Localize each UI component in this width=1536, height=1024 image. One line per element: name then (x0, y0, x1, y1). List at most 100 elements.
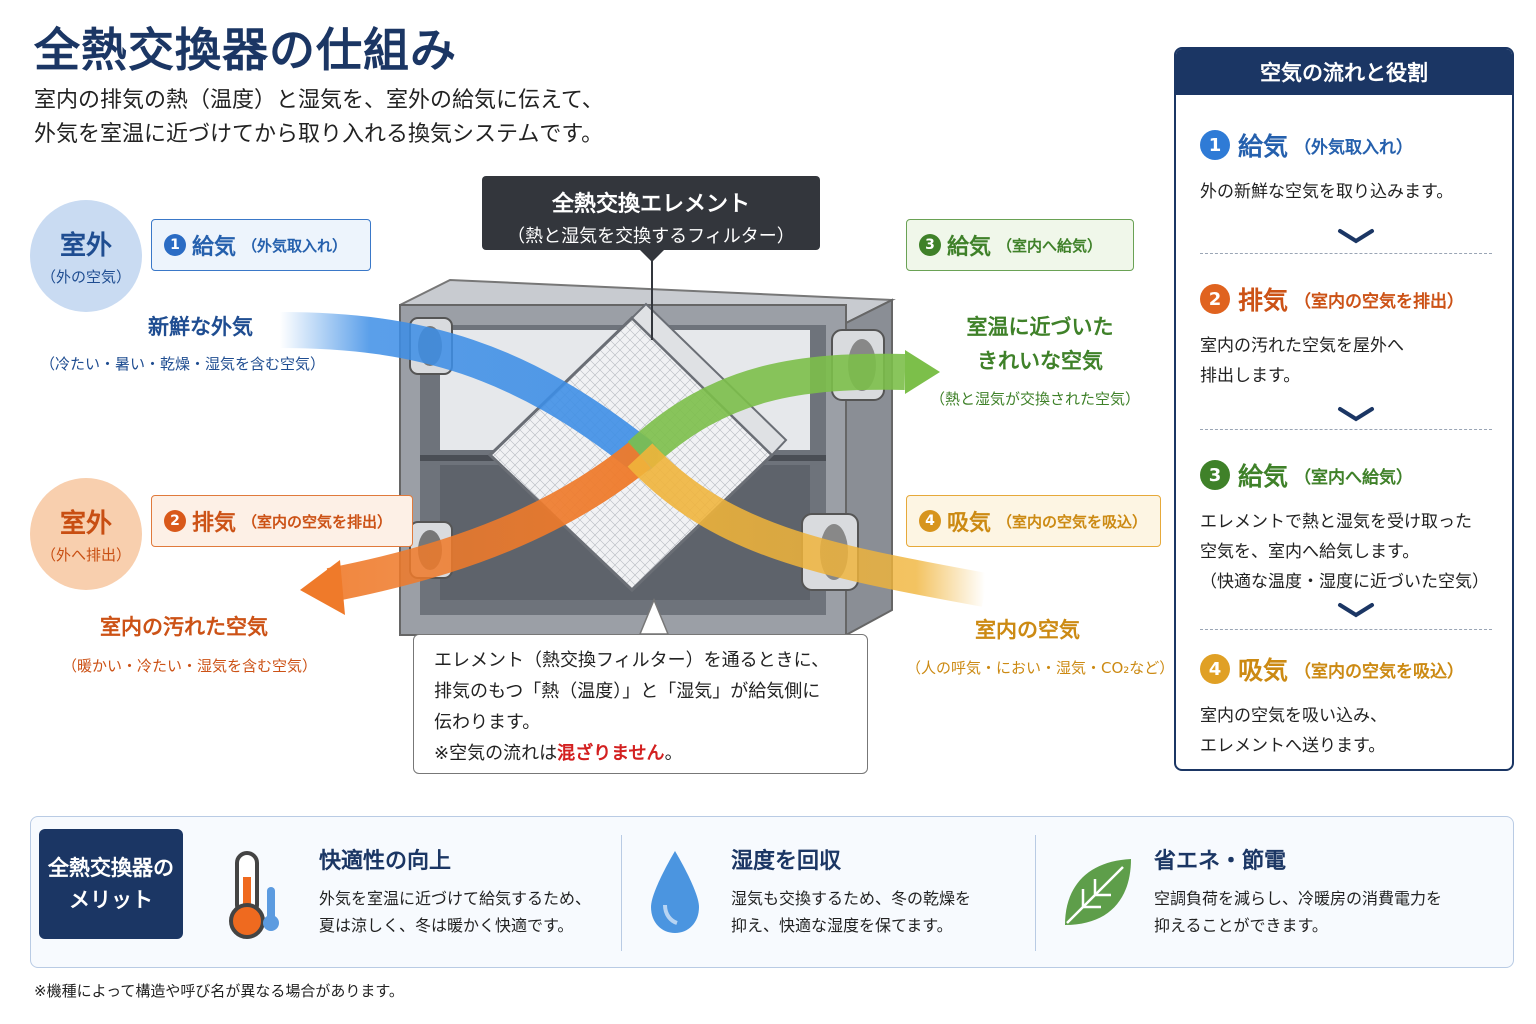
merit-desc-2: 夏は涼しく、冬は暖かく快適です。 (319, 916, 574, 935)
tag-exhaust: 2 排気 （室内の空気を排出） (151, 495, 413, 547)
outdoor-supply-circle: 室外 （外の空気） (30, 200, 142, 312)
room-air-sub: （人の呼気・におい・湿気・CO₂など） (906, 659, 1175, 677)
merit-title: 快適性の向上 (319, 849, 452, 874)
panel-item-desc: 室内の汚れた空気を屋外へ排出します。 (1200, 331, 1500, 391)
flow-supply-indoor (627, 353, 906, 469)
panel-item-2: 2 排気（室内の空気を排出） 室内の汚れた空気を屋外へ排出します。 (1200, 281, 1500, 391)
panel-title: 空気の流れと役割 (1176, 49, 1512, 95)
note-line-4: ※空気の流れは混ざりません。 (434, 738, 847, 769)
merit-title: 省エネ・節電 (1154, 849, 1287, 874)
note-line-3: 伝わります。 (434, 712, 541, 733)
panel-item-number: 3 (1200, 460, 1230, 490)
tag-main: 排気 (192, 511, 237, 536)
panel-item-4: 4 吸気（室内の空気を吸込） 室内の空気を吸い込み、エレメントへ送ります。 (1200, 651, 1500, 761)
tag-sub: （室内の空気を排出） (242, 512, 393, 531)
panel-item-desc-line: （快適な温度・湿度に近づいた空気） (1200, 572, 1489, 592)
panel-item-title: 排気 (1238, 286, 1289, 315)
panel-item-title: 給気 (1238, 132, 1289, 161)
tag-main: 吸気 (947, 511, 992, 536)
outdoor-exhaust-label: 室外 (59, 509, 112, 539)
note-post: 。 (664, 743, 683, 764)
panel-divider (1200, 629, 1492, 630)
panel-item-desc-line: エレメントで熱と湿気を受け取った (1200, 512, 1472, 532)
panel-item-number: 1 (1200, 130, 1230, 160)
outdoor-supply-sub: （外の空気） (40, 268, 131, 286)
clean-air-sub: （熱と湿気が交換された空気） (930, 390, 1141, 408)
tag-main: 給気 (192, 235, 237, 260)
element-sub: （熱と湿気を交換するフィルター） (507, 226, 795, 247)
merit-desc: 外気を室温に近づけて給気するため、夏は涼しく、冬は暖かく快適です。 (319, 885, 591, 939)
panel-item-desc-line: 室内の汚れた空気を屋外へ (1200, 336, 1404, 356)
note-pre: ※空気の流れは (434, 743, 558, 764)
panel-item-desc-line: 外の新鮮な空気を取り込みます。 (1200, 182, 1454, 202)
panel-item-desc: エレメントで熱と湿気を受け取った空気を、室内へ給気します。 （快適な温度・湿度に近… (1200, 507, 1500, 597)
panel-item-desc: 外の新鮮な空気を取り込みます。 (1200, 177, 1500, 207)
dirty-air-label: 室内の汚れた空気 (100, 615, 268, 639)
panel-item-desc-line: 排出します。 (1200, 366, 1301, 386)
tag-sub: （外気取入れ） (242, 236, 348, 255)
flow-fresh-outdoor (262, 312, 658, 473)
subtitle-line-1: 室内の排気の熱（温度）と湿気を、室外の給気に伝えて、 (34, 88, 604, 113)
subtitle-line-2: 外気を室温に近づけてから取り入れる換気システムです。 (34, 122, 604, 147)
fresh-air-sub: （冷たい・暑い・乾燥・湿気を含む空気） (40, 355, 326, 373)
merit-desc-1: 空調負荷を減らし、冷暖房の消費電力を (1154, 889, 1443, 908)
merit-desc: 空調負荷を減らし、冷暖房の消費電力を抑えることができます。 (1154, 885, 1442, 939)
merits-title: 全熱交換器のメリット (39, 829, 183, 939)
clean-air-line-1: 室温に近づいた (966, 315, 1114, 339)
merit-desc-2: 抑えることができます。 (1154, 916, 1328, 935)
chevron-down-icon (1338, 603, 1374, 618)
tag-number: 4 (919, 510, 941, 532)
panel-item-header: 4 吸気（室内の空気を吸込） (1200, 651, 1500, 687)
footnote: ※機種によって構造や呼び名が異なる場合があります。 (34, 982, 404, 1000)
panel-item-sub: （室内の空気を吸込） (1294, 661, 1465, 682)
note-emphasis: 混ざりません (557, 743, 665, 764)
page-title: 全熱交換器の仕組み (34, 23, 457, 77)
tag-sub: （室内へ給気） (997, 236, 1103, 255)
panel-item-1: 1 給気（外気取入れ） 外の新鮮な空気を取り込みます。 (1200, 127, 1500, 207)
merit-energy: 省エネ・節電 空調負荷を減らし、冷暖房の消費電力を抑えることができます。 (1154, 843, 1442, 939)
merits-title-line-1: 全熱交換器の (48, 856, 174, 880)
tag-supply-intake: 1 給気 （外気取入れ） (151, 219, 371, 271)
panel-item-desc-line: エレメントへ送ります。 (1200, 736, 1386, 756)
panel-item-number: 4 (1200, 654, 1230, 684)
panel-item-header: 3 給気（室内へ給気） (1200, 457, 1500, 493)
panel-item-sub: （室内へ給気） (1294, 467, 1414, 488)
panel-item-title: 給気 (1238, 462, 1289, 491)
panel-item-desc: 室内の空気を吸い込み、エレメントへ送ります。 (1200, 701, 1500, 761)
tag-sub: （室内の空気を吸込） (997, 512, 1148, 531)
flow-exhaust (326, 441, 651, 602)
element-callout: 全熱交換エレメント （熱と湿気を交換するフィルター） (482, 176, 820, 250)
panel-divider (1200, 429, 1492, 430)
panel-item-header: 1 給気（外気取入れ） (1200, 127, 1500, 163)
merit-humidity: 湿度を回収 湿気も交換するため、冬の乾燥を抑え、快適な湿度を保てます。 (731, 843, 971, 939)
flow-exhaust-arrowhead (300, 560, 345, 615)
merits-bar: 全熱交換器のメリット 快適性の向上 外気を室温に近づけて給気するため、夏は涼しく… (30, 816, 1514, 968)
panel-item-title: 吸気 (1238, 656, 1289, 685)
element-title: 全熱交換エレメント (551, 192, 750, 217)
chevron-down-icon (1338, 229, 1374, 244)
flow-supply-arrowhead (905, 350, 940, 394)
water-drop-icon (651, 851, 699, 933)
panel-item-sub: （外気取入れ） (1294, 137, 1414, 158)
panel-item-sub: （室内の空気を排出） (1294, 291, 1465, 312)
panel-divider (1200, 253, 1492, 254)
merit-title: 湿度を回収 (731, 849, 842, 874)
merits-title-line-2: メリット (69, 888, 153, 912)
outdoor-exhaust-sub: （外へ排出） (40, 546, 131, 564)
tag-supply-indoor: 3 給気 （室内へ給気） (906, 219, 1134, 271)
note-line-1: エレメント（熱交換フィルター）を通るときに、 (434, 650, 830, 671)
panel-item-desc-line: 空気を、室内へ給気します。 (1200, 542, 1420, 562)
room-air-label: 室内の空気 (975, 618, 1080, 642)
page-subtitle: 室内の排気の熱（温度）と湿気を、室外の給気に伝えて、 外気を室温に近づけてから取… (34, 84, 604, 152)
panel-item-number: 2 (1200, 284, 1230, 314)
panel-item-header: 2 排気（室内の空気を排出） (1200, 281, 1500, 317)
tag-main: 給気 (947, 235, 992, 260)
tag-number: 2 (164, 510, 186, 532)
outdoor-supply-label: 室外 (59, 231, 112, 261)
merit-desc-2: 抑え、快適な湿度を保てます。 (731, 916, 953, 935)
flow-room-intake (627, 443, 989, 607)
merit-desc-1: 外気を室温に近づけて給気するため、 (319, 889, 592, 908)
merit-separator (621, 835, 622, 951)
